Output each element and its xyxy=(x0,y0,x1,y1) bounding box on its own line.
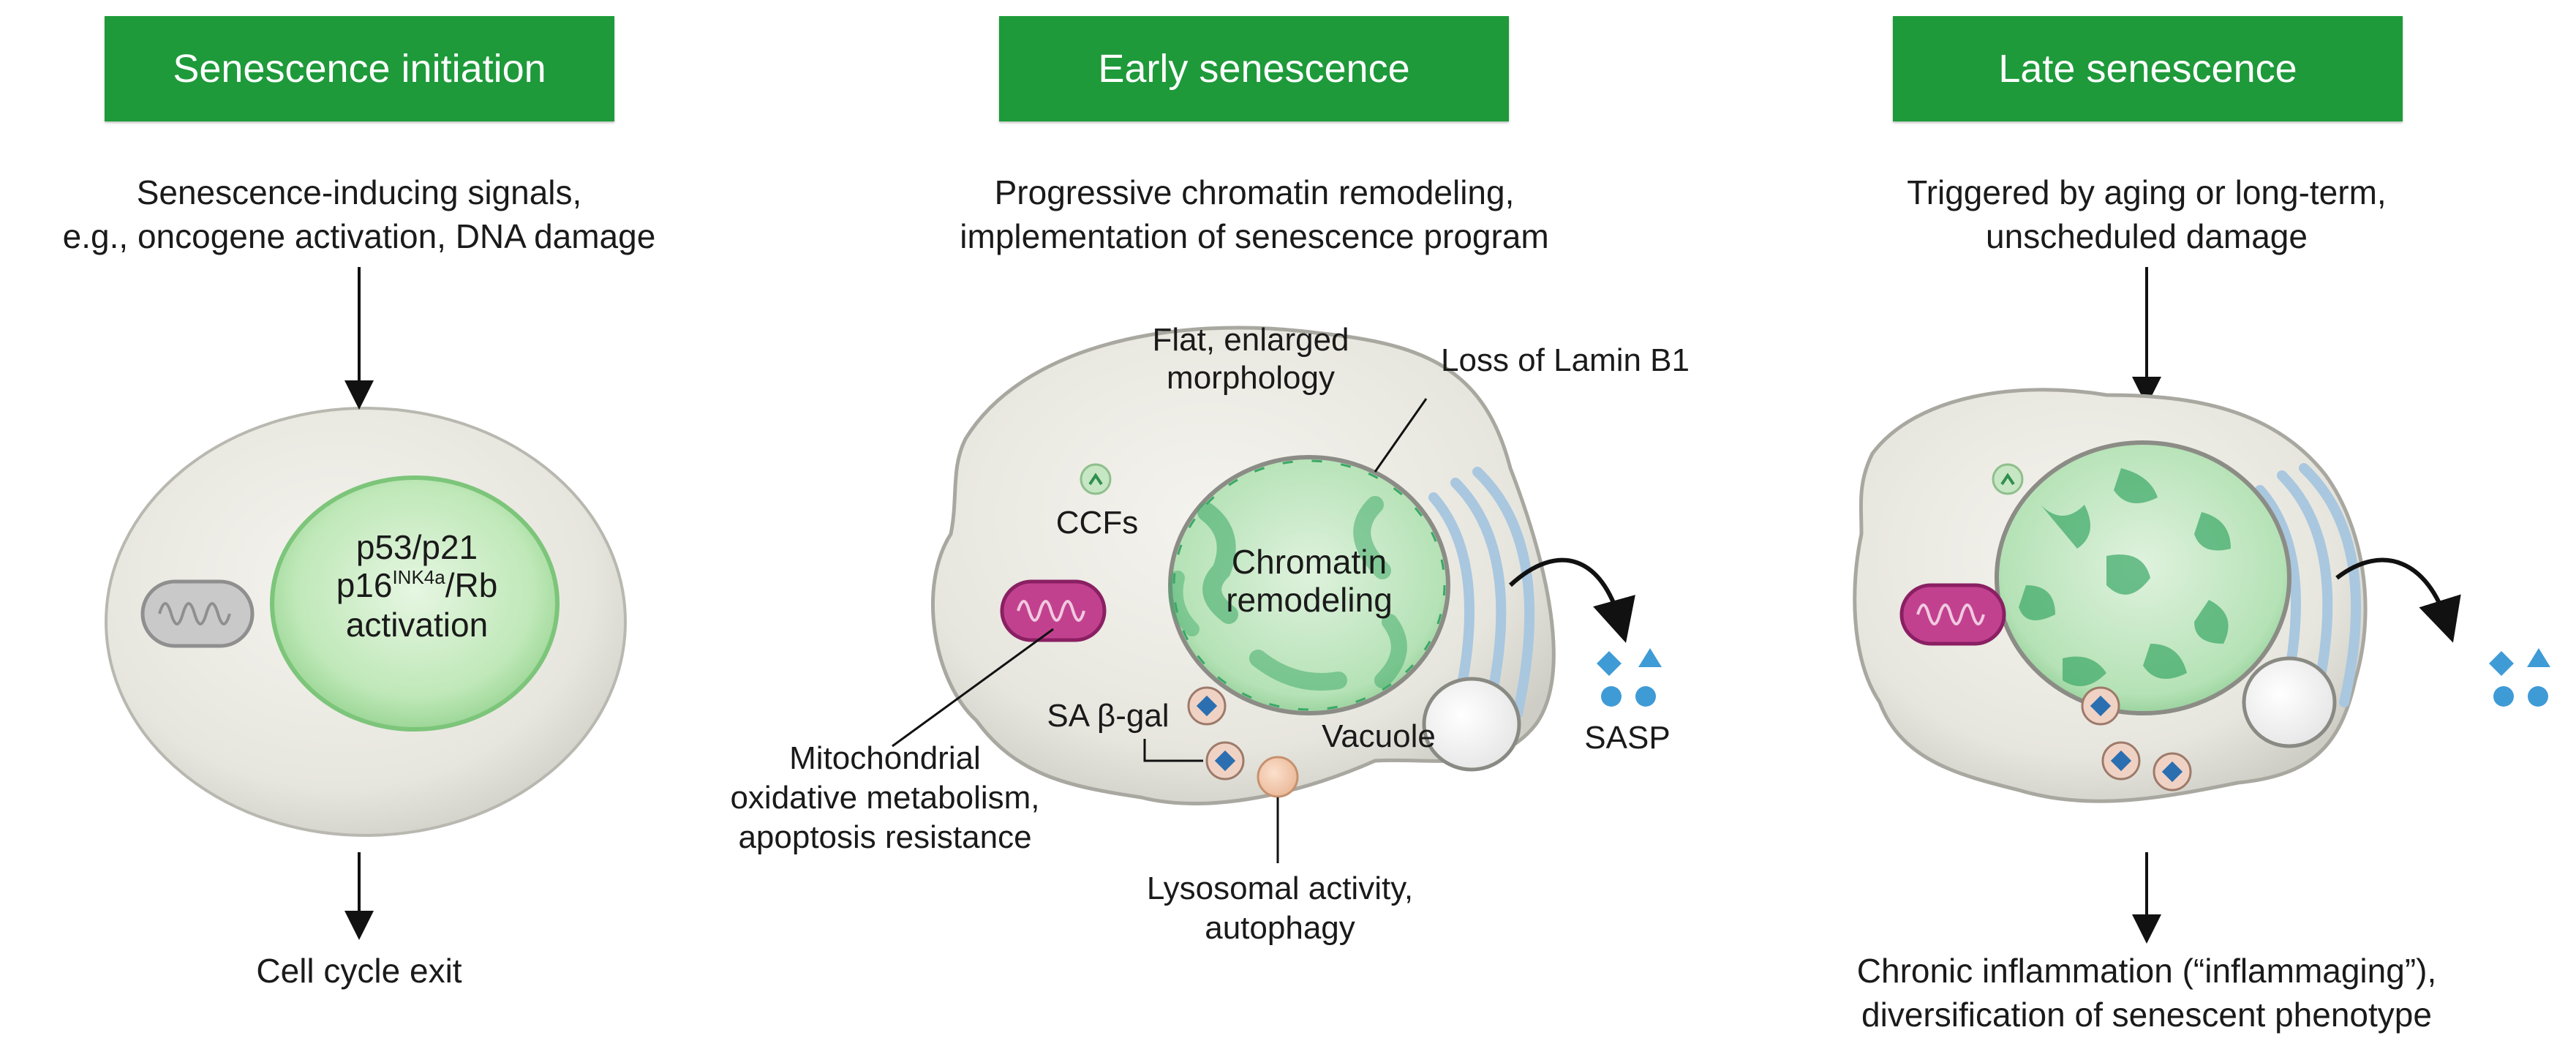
header-early-senescence: Early senescence xyxy=(999,16,1509,121)
mitochondrion-late-icon xyxy=(1899,583,2006,646)
vacuole-icon xyxy=(1422,677,1521,772)
late-cell xyxy=(1853,388,2368,803)
mito-label-line1: Mitochondrial xyxy=(789,740,981,776)
lyso-label-line1: Lysosomal activity, xyxy=(1146,871,1414,906)
late-description-line1: Triggered by aging or long-term, xyxy=(1907,173,2387,211)
sasp-late-arrow xyxy=(2335,557,2461,643)
morphology-label-line2: morphology xyxy=(1167,360,1335,396)
initiation-description-line1: Senescence-inducing signals, xyxy=(136,173,582,211)
vacuole-late-icon xyxy=(2242,656,2337,748)
late-outcome-line1: Chronic inflammation (“inflammaging”), xyxy=(1856,952,2437,990)
nucleus-late xyxy=(1995,440,2291,715)
sa-bgal-label: SA β-gal xyxy=(1047,698,1170,734)
header-senescence-initiation: Senescence initiation xyxy=(105,16,614,121)
sa-bgal-granule-icon xyxy=(1187,686,1245,781)
er-stack-icon xyxy=(1428,467,1535,718)
late-description-line2: unscheduled damage xyxy=(1986,217,2308,255)
sasp-secretion-arrow xyxy=(1508,557,1635,643)
lamin-leader-line xyxy=(1374,398,1428,473)
chromatin-label-line1: Chromatin xyxy=(1231,543,1387,581)
nucleus-initiation xyxy=(270,475,560,732)
mito-label-line3: apoptosis resistance xyxy=(738,819,1032,855)
lysosome-icon xyxy=(1257,756,1299,798)
mito-label-line2: oxidative metabolism, xyxy=(730,780,1040,816)
early-cell xyxy=(931,326,1556,805)
header-late-senescence: Late senescence xyxy=(1893,16,2403,121)
morphology-label-line1: Flat, enlarged xyxy=(1152,322,1349,358)
ccfs-label: CCFs xyxy=(1055,505,1139,541)
sa-bgal-late-icon xyxy=(2081,686,2192,792)
nucleus-early xyxy=(1168,455,1450,715)
sasp-factors-icon xyxy=(1597,648,1662,707)
mitochondrion-icon xyxy=(1000,579,1107,642)
nucleus-label-line3: activation xyxy=(345,606,489,644)
initiation-description-line2: e.g., oncogene activation, DNA damage xyxy=(62,217,656,255)
er-stack-late-icon xyxy=(2255,463,2362,707)
vacuole-label: Vacuole xyxy=(1322,718,1436,754)
lamin-label: Loss of Lamin B1 xyxy=(1441,342,1690,378)
ccf-late-icon xyxy=(1992,463,2024,495)
early-description-line2: implementation of senescence program xyxy=(960,217,1549,255)
sasp-late-factors-icon xyxy=(2489,648,2550,707)
early-description-line1: Progressive chromatin remodeling, xyxy=(994,173,1515,211)
mitochondrion-gray-icon xyxy=(140,579,255,648)
ccf-icon xyxy=(1080,463,1112,495)
late-outcome-line2: diversification of senescent phenotype xyxy=(1861,996,2432,1034)
sasp-label: SASP xyxy=(1584,720,1671,756)
initiation-outcome: Cell cycle exit xyxy=(256,952,462,990)
chromatin-label-line2: remodeling xyxy=(1226,581,1393,619)
sa-bgal-leader-line xyxy=(1143,739,1203,762)
nucleus-label-line1: p53/p21 xyxy=(355,528,478,566)
nucleus-label-line2: p16INK4a/Rb xyxy=(336,566,498,604)
initiation-cell xyxy=(105,407,627,837)
mito-leader-line xyxy=(892,628,1054,748)
lyso-label-line2: autophagy xyxy=(1205,910,1355,946)
nucleus-label-superscript: INK4a xyxy=(392,566,445,588)
